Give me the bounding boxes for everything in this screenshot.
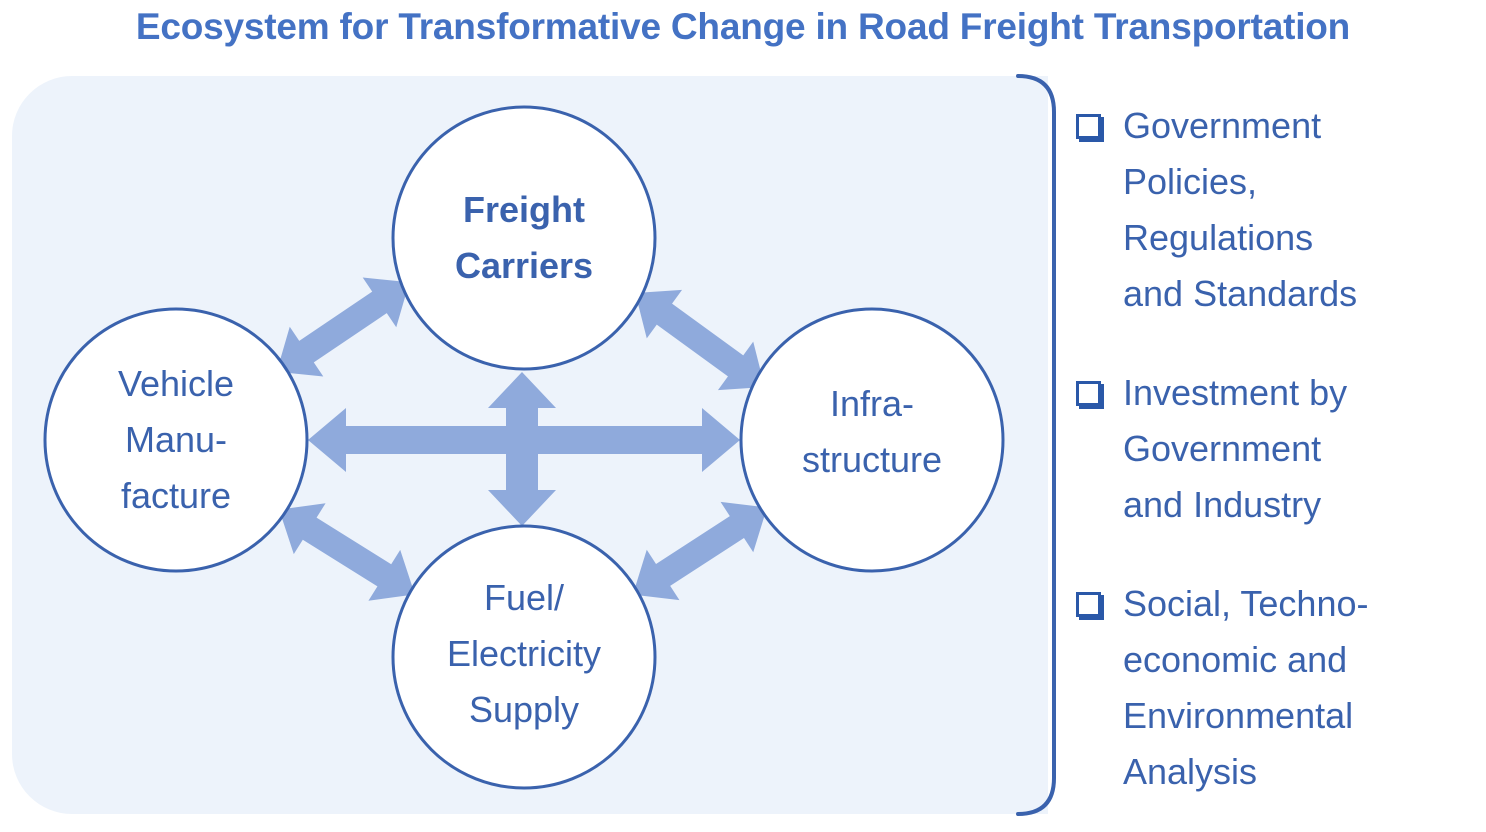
checkbox-icon bbox=[1076, 381, 1101, 406]
arrow-infrastructure-fuel bbox=[632, 501, 768, 601]
checkbox-icon bbox=[1076, 114, 1101, 139]
arrow-carriers-infrastructure bbox=[635, 289, 765, 391]
label-fuel-supply: Fuel/ Electricity Supply bbox=[446, 577, 602, 730]
node-infrastructure bbox=[739, 307, 1005, 573]
node-freight-carriers bbox=[391, 105, 657, 371]
label-freight-carriers: Freight Carriers bbox=[454, 189, 594, 286]
factor-text: Government Policies, Regulations and Sta… bbox=[1123, 105, 1358, 314]
arrow-vehicle-fuel bbox=[279, 503, 415, 601]
node-fuel-supply bbox=[391, 524, 657, 790]
label-infrastructure: Infra- structure bbox=[801, 383, 943, 480]
arrows bbox=[276, 277, 768, 601]
diagram-title: Ecosystem for Transformative Change in R… bbox=[135, 6, 1351, 47]
nodes bbox=[43, 105, 1005, 790]
factor-item: Social, Techno- economic and Environment… bbox=[1076, 576, 1476, 800]
label-vehicle-manufacture: Vehicle Manu- facture bbox=[117, 363, 235, 516]
arrow-carriers-fuel bbox=[488, 372, 556, 526]
bracket bbox=[1016, 74, 1056, 816]
node-vehicle-manufacture bbox=[43, 307, 309, 573]
factor-text: Social, Techno- economic and Environment… bbox=[1123, 583, 1369, 792]
arrow-carriers-vehicle bbox=[276, 277, 410, 377]
factor-item: Government Policies, Regulations and Sta… bbox=[1076, 98, 1476, 322]
checkbox-icon bbox=[1076, 592, 1101, 617]
factor-item: Investment by Government and Industry bbox=[1076, 365, 1476, 533]
factor-text: Investment by Government and Industry bbox=[1123, 372, 1348, 525]
